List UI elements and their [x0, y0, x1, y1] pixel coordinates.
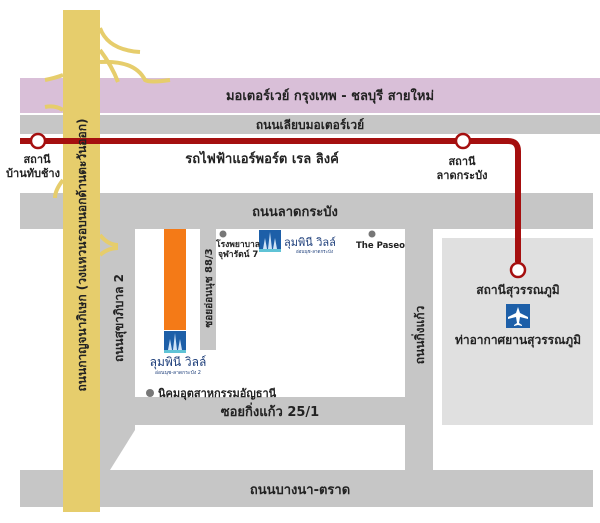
frontage-road — [20, 115, 600, 134]
sukhaphiban2-label: ถนนสุขาภิบาล 2 — [112, 274, 127, 362]
motorway-band — [20, 78, 600, 113]
landmark-dot — [219, 230, 227, 238]
station-ban-thap-chang-label-2: บ้านทับช้าง — [6, 167, 60, 180]
project-1-subtitle: อ่อนนุช-ลาดกระบัง — [296, 249, 333, 255]
soi-onnut-label: ซอยอ่อนนุช 88/3 — [203, 248, 215, 327]
ring-road-label: ถนนกาญจนาภิเษก (วงแหวนรอบนอกด้านตะวันออก… — [75, 119, 89, 392]
landmark-hospital-label-2: จุฬารัตน์ 7 — [218, 249, 258, 260]
lat-krabang-road — [20, 193, 593, 229]
station-marker-suvarnabhumi — [509, 261, 527, 279]
bangna-trat-road — [20, 470, 593, 507]
airport-rail-link-line — [20, 138, 521, 262]
project-2-name: ลุมพินี วิลล์ — [150, 355, 207, 370]
lat-krabang-road-label: ถนนลาดกระบัง — [252, 205, 338, 220]
project-logo-icon — [164, 331, 186, 353]
landmark-hospital-label-1: โรงพยาบาล — [215, 239, 260, 250]
landmark-paseo-label: The Paseo — [356, 241, 405, 251]
airplane-icon — [506, 304, 530, 328]
airport-label: ท่าอากาศยานสุวรรณภูมิ — [455, 333, 581, 348]
station-lat-krabang-label-2: ลาดกระบัง — [437, 169, 488, 182]
frontage-road-label: ถนนเลียบมอเตอร์เวย์ — [256, 118, 364, 132]
project-logo-icon — [259, 230, 281, 252]
ring-road-ramps — [44, 27, 171, 257]
king-kaeo-label: ถนนกิ่งแก้ว — [411, 305, 427, 364]
station-marker-ban-thap-chang — [29, 132, 47, 150]
station-marker-lat-krabang — [454, 132, 472, 150]
project-2-subtitle: อ่อนนุช-ลาดกระบัง 2 — [155, 370, 201, 376]
sukhaphiban2-road — [100, 229, 135, 429]
landmark-industrial-estate-label: นิคมอุตสาหกรรมอัญธานี — [158, 387, 277, 401]
project-site-block — [164, 229, 186, 330]
landmark-dot — [368, 230, 376, 238]
bangna-trat-label: ถนนบางนา-ตราด — [250, 483, 350, 498]
king-kaeo-road — [405, 229, 433, 474]
station-suvarnabhumi-label: สถานีสุวรรณภูมิ — [476, 283, 559, 298]
soi-king-kaeo-label: ซอยกิ่งแก้ว 25/1 — [221, 402, 319, 420]
sukhaphiban2-bend — [90, 420, 135, 470]
landmark-dot — [146, 389, 154, 397]
ring-road — [63, 10, 100, 512]
rail-line-label: รถไฟฟ้าแอร์พอร์ต เรล ลิงค์ — [185, 150, 339, 167]
motorway-label: มอเตอร์เวย์ กรุงเทพ - ชลบุรี สายใหม่ — [226, 87, 434, 104]
soi-king-kaeo-road — [100, 397, 433, 425]
soi-onnut-road — [200, 229, 216, 350]
station-lat-krabang-label-1: สถานี — [448, 155, 476, 168]
station-ban-thap-chang-label-1: สถานี — [23, 153, 51, 166]
project-1-name: ลุมพินี วิลล์ — [284, 236, 336, 249]
